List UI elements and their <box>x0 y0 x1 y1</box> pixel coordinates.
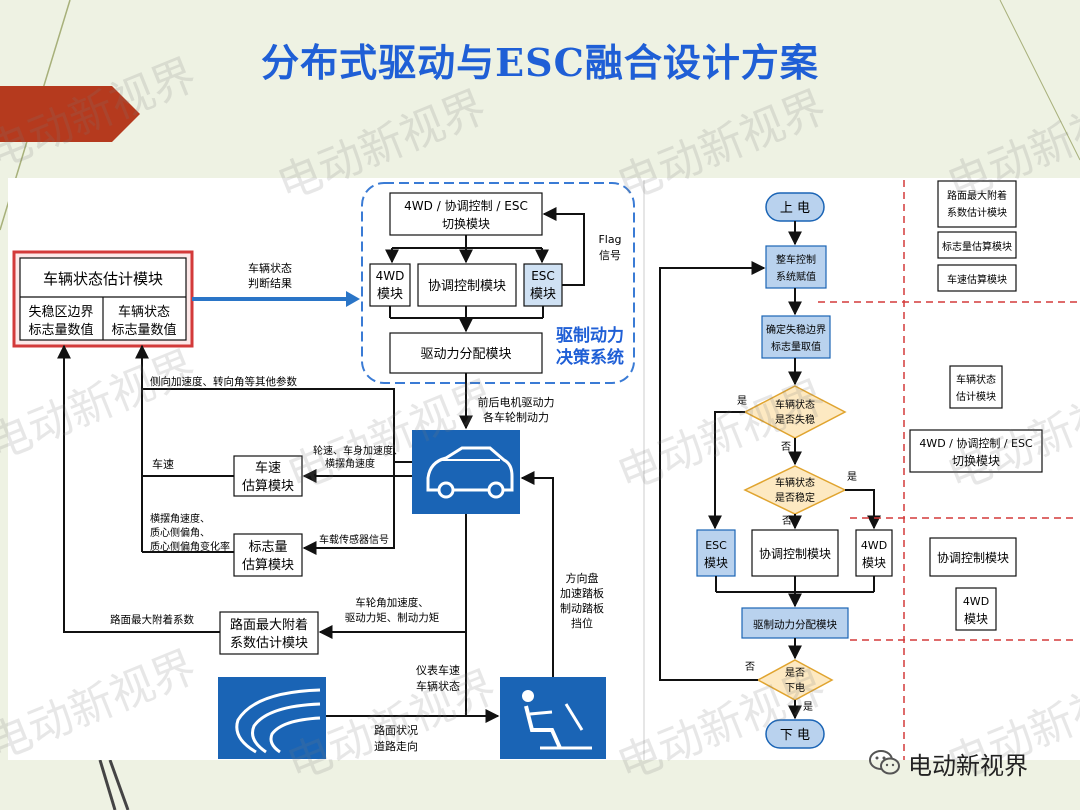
page-title: 分布式驱动与ESC融合设计方案 <box>261 40 819 85</box>
wechat-badge: 电动新视界 <box>868 746 1068 780</box>
wechat-label: 电动新视界 <box>908 751 1028 780</box>
red-corner-tab <box>0 86 140 142</box>
wechat-icon <box>869 750 900 775</box>
